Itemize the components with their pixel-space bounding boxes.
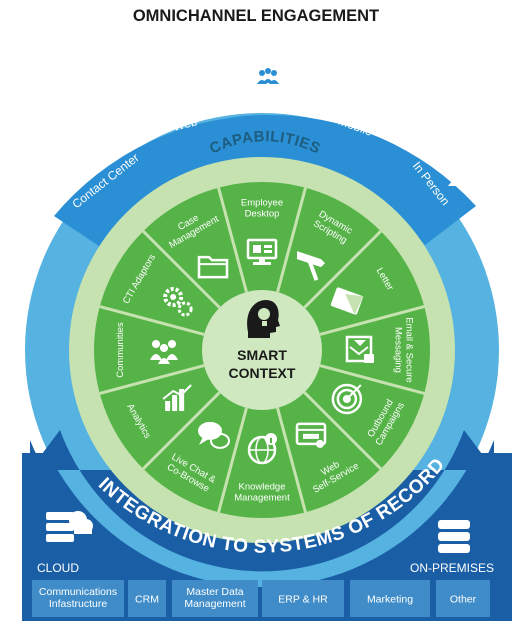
cloud-label: CLOUD [37, 561, 79, 575]
system-box [128, 580, 166, 617]
system-box [262, 580, 344, 617]
signpost-icon [297, 251, 325, 281]
segment-divider [303, 230, 382, 309]
center-line-2: CONTEXT [229, 365, 296, 381]
monitor-cursor-icon [150, 78, 185, 107]
system-label: Marketing [367, 594, 413, 606]
segment-divider [276, 187, 307, 293]
browser-icon [295, 422, 327, 448]
smart-context-center [202, 290, 322, 410]
segment-divider [217, 407, 248, 513]
system-box [172, 580, 258, 617]
segment-divider [99, 364, 205, 395]
segment-dividers [99, 187, 425, 513]
group-icon [254, 64, 282, 88]
target-icon [331, 383, 363, 415]
segment-divider [276, 407, 307, 513]
onprem-label: ON-PREMISES [410, 561, 494, 575]
capability-icons [150, 238, 374, 465]
people-talking-icon [448, 148, 484, 186]
mobile-phone-icon [355, 79, 381, 113]
capability-label: Communities [115, 322, 126, 378]
channel-label-web: Web [171, 114, 198, 134]
headset-icon [69, 140, 99, 167]
channel-web: Web [150, 78, 199, 134]
gears-icon [163, 287, 193, 317]
segment-divider [319, 305, 425, 336]
capability-label: Email & SecureMessaging [393, 317, 415, 382]
letter-icon [330, 287, 364, 315]
segment-divider [303, 391, 382, 470]
chart-icon [162, 384, 192, 411]
folder-icon [197, 255, 229, 279]
segment-divider [319, 364, 425, 395]
server-stack-icon [438, 520, 470, 553]
segment-divider [217, 187, 248, 293]
channel-social: Social [252, 64, 285, 115]
segment-divider [142, 230, 221, 309]
system-label: CRM [135, 594, 159, 606]
globe-info-icon [247, 433, 277, 465]
desktop-icon [246, 238, 278, 265]
chat-icon [198, 421, 230, 449]
system-box [32, 580, 124, 617]
segment-divider [99, 305, 205, 336]
segment-divider [142, 391, 221, 470]
cloud-server-icon [46, 511, 93, 542]
head-bulb-icon [247, 300, 280, 338]
system-label: Other [450, 594, 477, 606]
channel-label-social: Social [252, 101, 285, 115]
system-box [436, 580, 490, 617]
page-heading: OMNICHANNEL ENGAGEMENT [133, 7, 379, 25]
channel-band [54, 114, 476, 248]
email-icon [345, 335, 374, 363]
system-label: ERP & HR [278, 594, 328, 606]
center-line-1: SMART [237, 347, 287, 363]
people-icon [150, 340, 178, 364]
system-box [350, 580, 430, 617]
